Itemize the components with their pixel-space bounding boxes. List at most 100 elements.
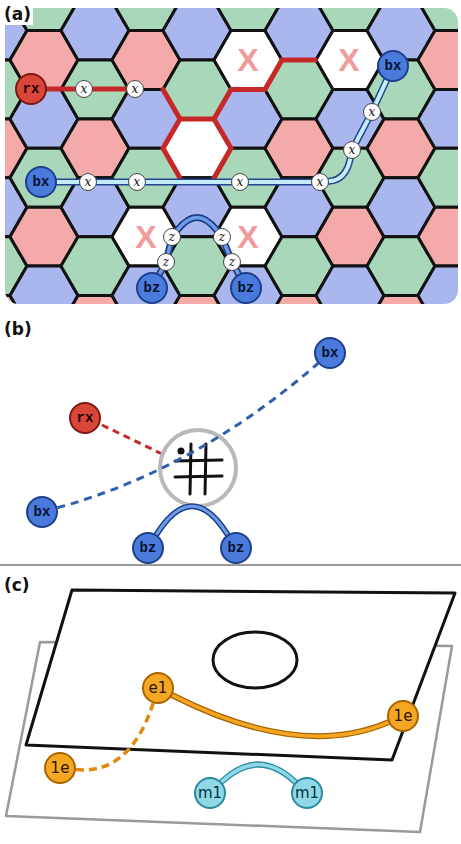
connector-outline xyxy=(146,179,231,186)
connector-line xyxy=(168,246,170,253)
node-text: m1 xyxy=(295,786,319,801)
node-text: x xyxy=(81,83,88,95)
connector-line xyxy=(146,180,231,184)
connector-line xyxy=(225,245,228,253)
string-connector xyxy=(376,81,387,104)
node-text: z xyxy=(229,256,235,268)
connector-line xyxy=(249,180,311,184)
anyon-blue: bx xyxy=(26,496,58,528)
anyon-blue: bz xyxy=(136,272,168,304)
connector-line xyxy=(47,87,75,92)
hex-plaquette xyxy=(418,266,458,304)
qubit-site: x xyxy=(79,173,97,191)
node-text: x xyxy=(85,176,92,188)
string-connector xyxy=(76,703,153,770)
branch-cut xyxy=(213,632,297,688)
connector-outline xyxy=(356,120,368,142)
string-connector xyxy=(222,764,296,782)
node-text: e1 xyxy=(149,681,168,696)
connector-outline xyxy=(157,506,228,534)
connector-line xyxy=(376,81,387,104)
qubit-site: x xyxy=(126,80,144,98)
defect-symbol xyxy=(160,430,236,506)
connector-outline xyxy=(329,159,350,182)
connector-line xyxy=(356,120,368,142)
qubit-site: x xyxy=(231,173,249,191)
connector-line xyxy=(329,159,350,182)
connector-outline xyxy=(97,179,128,186)
connector-line xyxy=(76,703,153,770)
qubit-site: z xyxy=(223,253,241,271)
connector-line xyxy=(57,364,318,508)
node-text: bx xyxy=(33,175,50,189)
string-connector xyxy=(172,695,388,736)
qubit-site: x xyxy=(363,103,381,121)
connector-outline xyxy=(178,217,217,229)
panel-label: (a) xyxy=(2,3,33,25)
node-text: bx xyxy=(385,59,402,73)
node-text: 1e xyxy=(394,709,413,724)
connector-outline xyxy=(376,81,387,104)
panel-label: (c) xyxy=(2,574,32,596)
node-text: x xyxy=(132,83,139,95)
separator xyxy=(0,564,461,566)
anyon-blue: bx xyxy=(314,337,346,369)
string-connector xyxy=(168,246,170,253)
node-text: rx xyxy=(77,411,94,425)
hex-lattice xyxy=(5,8,458,304)
hex-plaquette xyxy=(418,31,458,90)
node-text: x xyxy=(369,106,376,118)
string-connector xyxy=(157,506,228,534)
anyon-m: m1 xyxy=(194,777,226,809)
string-connector xyxy=(356,120,368,142)
qubit-site: x xyxy=(75,80,93,98)
node-text: x xyxy=(134,176,141,188)
qubit-site: x xyxy=(128,173,146,191)
anyon-red: rx xyxy=(15,73,47,105)
string-connector xyxy=(57,182,79,183)
hex-plaquette xyxy=(418,8,458,31)
qubit-site: z xyxy=(157,253,175,271)
node-text: 1e xyxy=(51,761,70,776)
connector-outline xyxy=(57,179,79,186)
connector-line xyxy=(178,217,217,229)
qubit-site: x xyxy=(311,173,329,191)
plaquette-mark: X xyxy=(338,42,359,79)
node-text: x xyxy=(317,176,324,188)
string-connector xyxy=(225,245,228,253)
qubit-site: z xyxy=(213,228,231,246)
plaquette-mark: X xyxy=(237,42,258,79)
highlight-path xyxy=(163,60,315,178)
node-text: bz xyxy=(238,281,255,295)
node-text: bx xyxy=(34,505,51,519)
node-text: z xyxy=(169,231,175,243)
string-connector xyxy=(178,217,217,229)
dashed-string xyxy=(102,425,162,454)
connector-line xyxy=(93,87,126,92)
anyon-blue: bz xyxy=(220,532,252,564)
anyon-e: e1 xyxy=(142,672,174,704)
anyon-red: rx xyxy=(69,402,101,434)
string-connector xyxy=(249,182,311,183)
connector-outline xyxy=(172,695,388,736)
node-text: x xyxy=(237,176,244,188)
string-connector xyxy=(146,182,231,183)
string-connector xyxy=(97,182,128,183)
node-text: z xyxy=(163,256,169,268)
hex-plaquette xyxy=(163,119,231,178)
qubit-site: z xyxy=(163,228,181,246)
anyon-e: 1e xyxy=(387,700,419,732)
connector-line xyxy=(157,506,228,534)
connector-line xyxy=(97,180,128,184)
connector-outline xyxy=(222,764,296,782)
anyon-blue: bz xyxy=(132,532,164,564)
hex-plaquette xyxy=(418,89,458,148)
node-text: z xyxy=(219,231,225,243)
connector-outline xyxy=(168,246,170,253)
anyon-blue: bx xyxy=(25,166,57,198)
connector-line xyxy=(172,695,388,736)
connector-line xyxy=(222,764,296,782)
string-connector xyxy=(93,89,126,90)
hex-plaquette xyxy=(418,207,458,266)
